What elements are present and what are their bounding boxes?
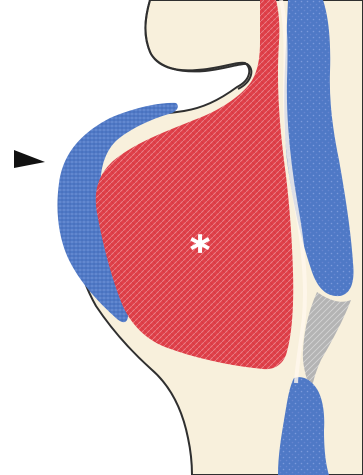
asterisk-marker: *: [190, 228, 210, 272]
